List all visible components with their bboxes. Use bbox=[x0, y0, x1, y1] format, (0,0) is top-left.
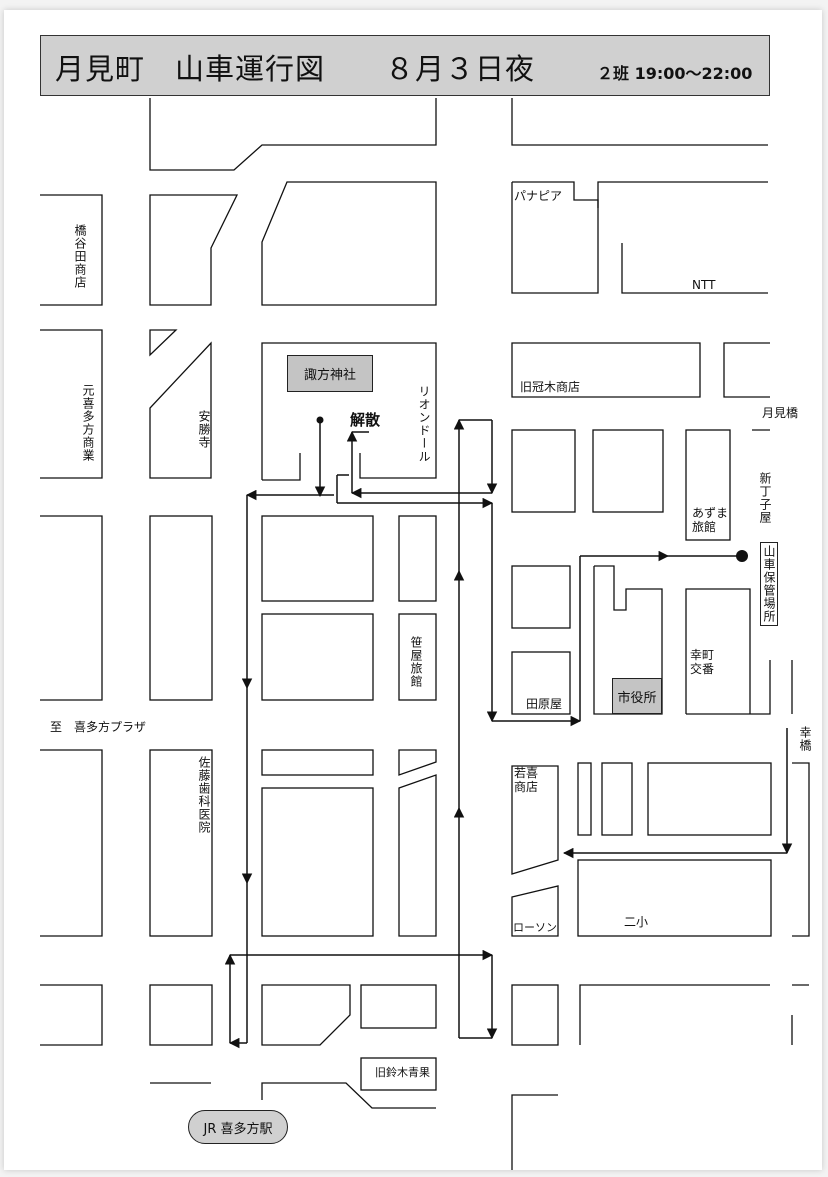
storage-dot bbox=[736, 550, 748, 562]
label-ntt: NTT bbox=[692, 278, 716, 292]
label-anshoji: 安勝寺 bbox=[197, 410, 211, 449]
label-riondor: リオンドール bbox=[417, 385, 431, 463]
station-jr-kitakata: JR 喜多方駅 bbox=[188, 1110, 288, 1144]
label-wakaki: 若喜商店 bbox=[514, 766, 539, 794]
label-saiwaibashi: 幸橋 bbox=[798, 726, 812, 752]
street-map bbox=[40, 98, 810, 1170]
dissolve-dot bbox=[316, 416, 324, 424]
label-shinchoji: 新丁子屋 bbox=[758, 472, 772, 524]
label-kyukanmuri: 旧冠木商店 bbox=[520, 380, 581, 394]
map-page: 月見町 山車運行図 ８月３日夜 ２班 19:00～22:00 橋谷田商店 元喜多… bbox=[4, 10, 822, 1170]
label-sasaya: 笹屋旅館 bbox=[409, 636, 423, 688]
label-sato: 佐藤歯科医院 bbox=[197, 756, 211, 834]
label-kyusuzuki: 旧鈴木青果 bbox=[375, 1066, 430, 1079]
title-box: 月見町 山車運行図 ８月３日夜 ２班 19:00～22:00 bbox=[40, 35, 770, 96]
float-route bbox=[224, 418, 793, 1049]
block-outlines bbox=[40, 98, 810, 1170]
label-lawson: ローソン bbox=[513, 921, 557, 934]
label-kaisan: 解散 bbox=[350, 411, 381, 429]
page-title: 月見町 山車運行図 ８月３日夜 bbox=[55, 52, 536, 86]
label-azuma: あずま旅館 bbox=[692, 506, 729, 534]
page-subtitle: ２班 19:00～22:00 bbox=[597, 64, 753, 83]
label-panapia: パナピア bbox=[514, 189, 563, 203]
label-to-plaza: 至 喜多方プラザ bbox=[50, 720, 147, 734]
landmark-city-hall: 市役所 bbox=[612, 678, 662, 714]
label-nisho: 二小 bbox=[624, 915, 649, 929]
label-motokita: 元喜多方商業 bbox=[81, 384, 95, 462]
label-dashi-storage: 山車保管場所 bbox=[760, 542, 778, 626]
label-hashiyada: 橋谷田商店 bbox=[73, 224, 87, 289]
landmark-suwa-shrine: 諏方神社 bbox=[287, 355, 373, 392]
label-tawaraya: 田原屋 bbox=[526, 697, 563, 711]
label-saiwai-koban: 幸町交番 bbox=[690, 648, 715, 676]
label-tsukimibashi: 月見橋 bbox=[762, 406, 799, 420]
